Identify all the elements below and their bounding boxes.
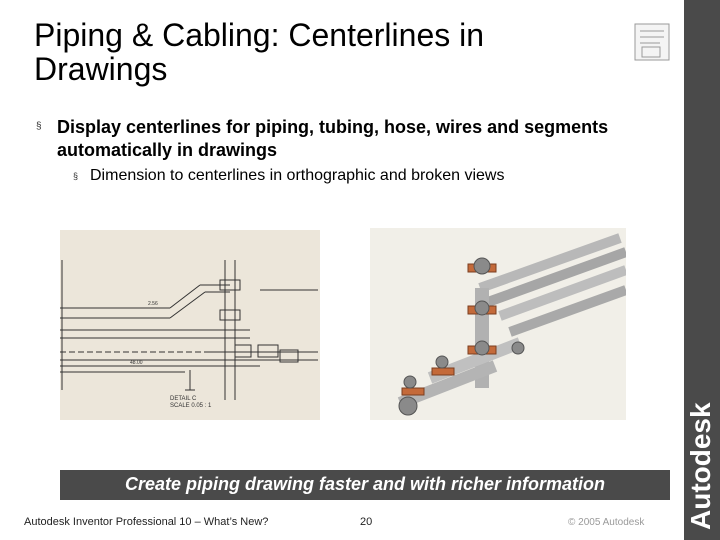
svg-text:SCALE 0.05 : 1: SCALE 0.05 : 1 xyxy=(170,403,212,409)
footer-copyright: © 2005 Autodesk xyxy=(568,517,645,528)
brand-sidebar: Autodesk xyxy=(684,0,720,540)
svg-text:Autodesk: Autodesk xyxy=(685,402,716,530)
bullet-item: Display centerlines for piping, tubing, … xyxy=(57,117,609,160)
bullet-marker: § xyxy=(36,121,42,132)
sub-bullet-marker: § xyxy=(73,171,79,181)
sub-bullet-item: Dimension to centerlines in orthographic… xyxy=(90,167,505,184)
piping-3d-model-image xyxy=(370,228,626,420)
svg-text:2.56: 2.56 xyxy=(148,301,158,307)
footer-presentation-title: Autodesk Inventor Professional 10 – What… xyxy=(24,516,269,528)
footer-page-number: 20 xyxy=(360,516,373,528)
caption-banner-text: Create piping drawing faster and with ri… xyxy=(124,474,606,494)
autodesk-logo: Autodesk xyxy=(685,402,716,530)
document-icon xyxy=(634,23,670,61)
svg-text:48.00: 48.00 xyxy=(130,360,143,366)
piping-drawing-image: 2.56 48.00 DETAIL C SCALE 0.05 : 1 xyxy=(60,230,320,420)
caption-banner: Create piping drawing faster and with ri… xyxy=(60,470,670,500)
slide-title: Piping & Cabling: Centerlines in Drawing… xyxy=(34,17,485,87)
svg-text:DETAIL C: DETAIL C xyxy=(170,396,197,402)
drawing-detail-label: DETAIL C SCALE 0.05 : 1 xyxy=(170,396,212,409)
